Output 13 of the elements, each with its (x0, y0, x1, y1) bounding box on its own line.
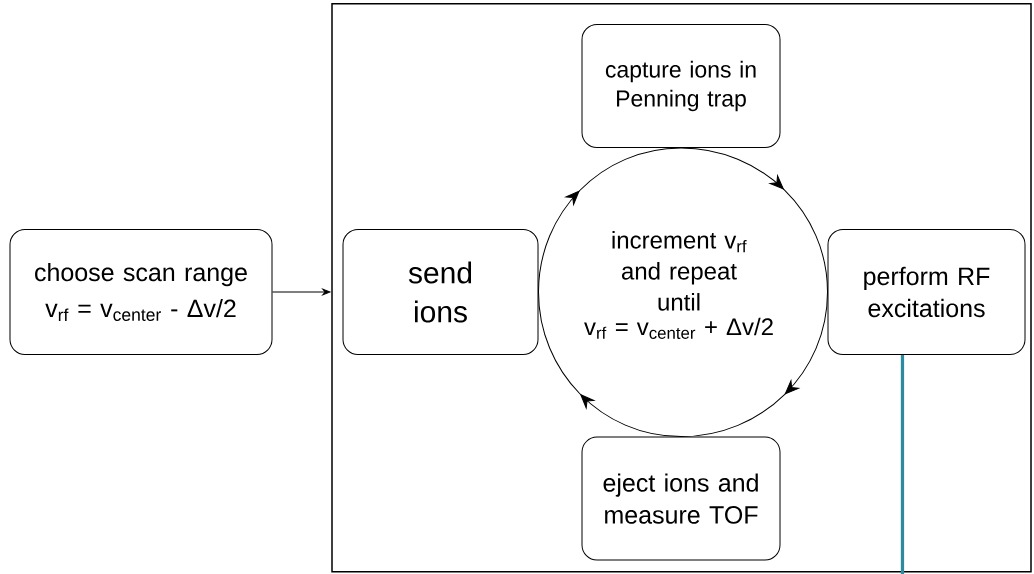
process-box: perform RF excitations (827, 229, 1026, 355)
arrow (538, 291, 682, 438)
connector-line (900, 355, 905, 574)
frame-box (331, 3, 1032, 573)
cycle-text: increment v$_{rf}$ and repeat until v$_{rf}$ = v$_{center}$ + Δv/2 (584, 231, 773, 339)
process-box: choose scan range v$_{rf}$ = v$_{center}$ - Δv/2 (9, 229, 273, 355)
arrow (538, 147, 682, 293)
arrow (272, 288, 331, 296)
process-box: send ions (342, 229, 539, 355)
process-box: eject ions and measure TOF (581, 436, 781, 561)
arrow (680, 147, 828, 293)
arrow (680, 291, 828, 438)
process-box: capture ions in Penning trap (581, 24, 781, 148)
